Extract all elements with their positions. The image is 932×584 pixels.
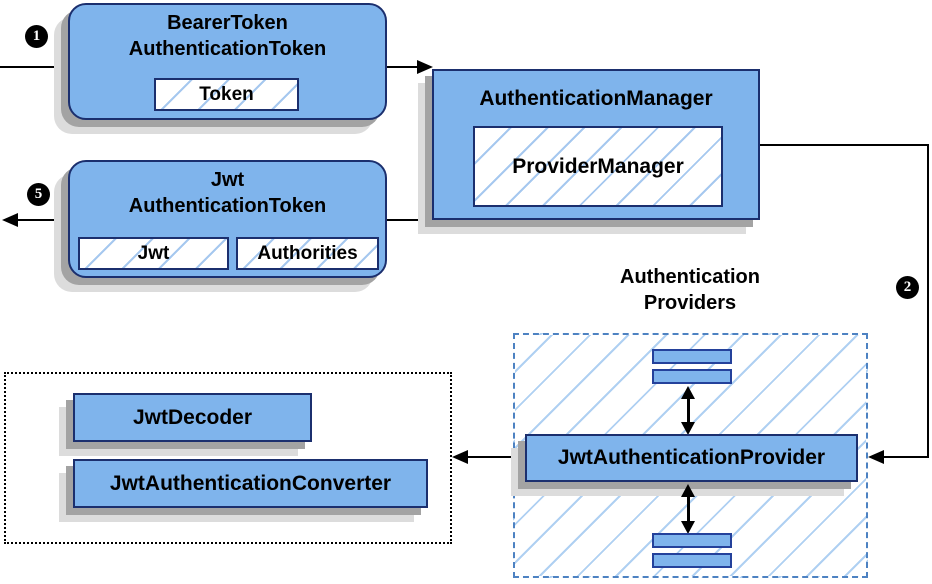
jwt-authentication-provider-node: JwtAuthenticationProvider bbox=[525, 434, 858, 482]
authentication-providers-label: Authentication Providers bbox=[620, 266, 760, 314]
arrowhead-left-icon bbox=[452, 450, 468, 464]
other-provider-bar bbox=[652, 349, 732, 364]
jwt-authentication-converter-node: JwtAuthenticationConverter bbox=[73, 459, 428, 508]
arrowhead-down-icon bbox=[681, 422, 695, 435]
other-provider-bar bbox=[652, 533, 732, 548]
arrowhead-right-icon bbox=[417, 60, 433, 74]
jwt-chip: Jwt bbox=[78, 237, 229, 270]
provider-list-link-line bbox=[687, 397, 690, 423]
authentication-manager-title: AuthenticationManager bbox=[479, 87, 713, 110]
bearer-to-manager-line bbox=[387, 66, 419, 68]
jwt-decoder-node: JwtDecoder bbox=[73, 393, 312, 442]
other-provider-bar bbox=[652, 553, 732, 568]
arrowhead-up-icon bbox=[681, 484, 695, 497]
incoming-request-line bbox=[0, 66, 68, 68]
step-2-badge: 2 bbox=[896, 276, 919, 299]
step-5-badge: 5 bbox=[27, 183, 50, 206]
token-chip: Token bbox=[154, 78, 299, 111]
manager-elbow-bottom-line bbox=[882, 456, 927, 458]
arrowhead-left-icon bbox=[2, 213, 18, 227]
arrowhead-down-icon bbox=[681, 521, 695, 534]
manager-to-jwt-token-line bbox=[387, 219, 432, 221]
bearer-token-node: BearerToken AuthenticationToken Token bbox=[68, 3, 387, 120]
arrowhead-up-icon bbox=[681, 386, 695, 399]
jwt-authentication-token-node: Jwt AuthenticationToken Jwt Authorities bbox=[68, 160, 387, 278]
arrowhead-left-icon bbox=[868, 450, 884, 464]
bearer-token-title: BearerToken AuthenticationToken bbox=[128, 12, 327, 60]
provider-to-decoder-line bbox=[466, 456, 525, 458]
provider-manager-chip: ProviderManager bbox=[473, 126, 723, 207]
step-1-badge: 1 bbox=[25, 25, 48, 48]
authentication-manager-node: AuthenticationManager ProviderManager bbox=[432, 69, 760, 220]
other-provider-bar bbox=[652, 369, 732, 384]
manager-elbow-top-line bbox=[758, 144, 929, 146]
authorities-chip: Authorities bbox=[236, 237, 379, 270]
provider-list-link-line bbox=[687, 495, 690, 522]
jwt-token-title: Jwt AuthenticationToken bbox=[128, 169, 327, 217]
outgoing-success-line bbox=[16, 219, 68, 221]
manager-elbow-vertical-line bbox=[927, 144, 929, 458]
